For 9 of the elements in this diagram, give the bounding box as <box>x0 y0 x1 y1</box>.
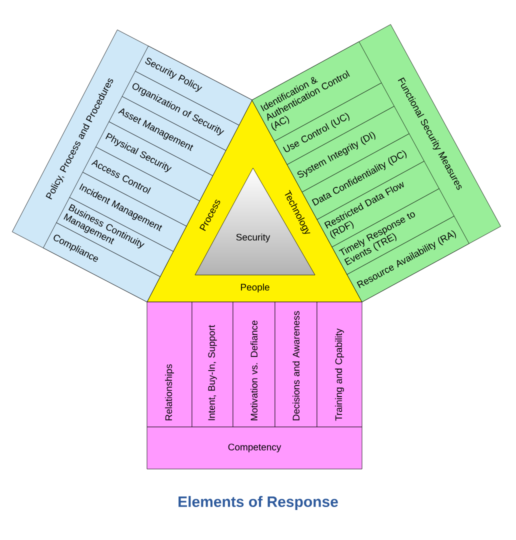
column-box: Motivation vs. Defiance <box>232 302 276 428</box>
base-box: Competency <box>146 426 362 470</box>
column-box: Decisions and Awareness <box>274 302 318 428</box>
column-box: Intent, Buy-In, Support <box>192 302 234 428</box>
node-text: Security <box>236 234 270 242</box>
column-box: Training and Cpability <box>316 302 362 428</box>
column-box: Relationships <box>146 302 192 428</box>
title: Elements of Response <box>178 496 338 510</box>
side-label: People <box>241 284 270 292</box>
